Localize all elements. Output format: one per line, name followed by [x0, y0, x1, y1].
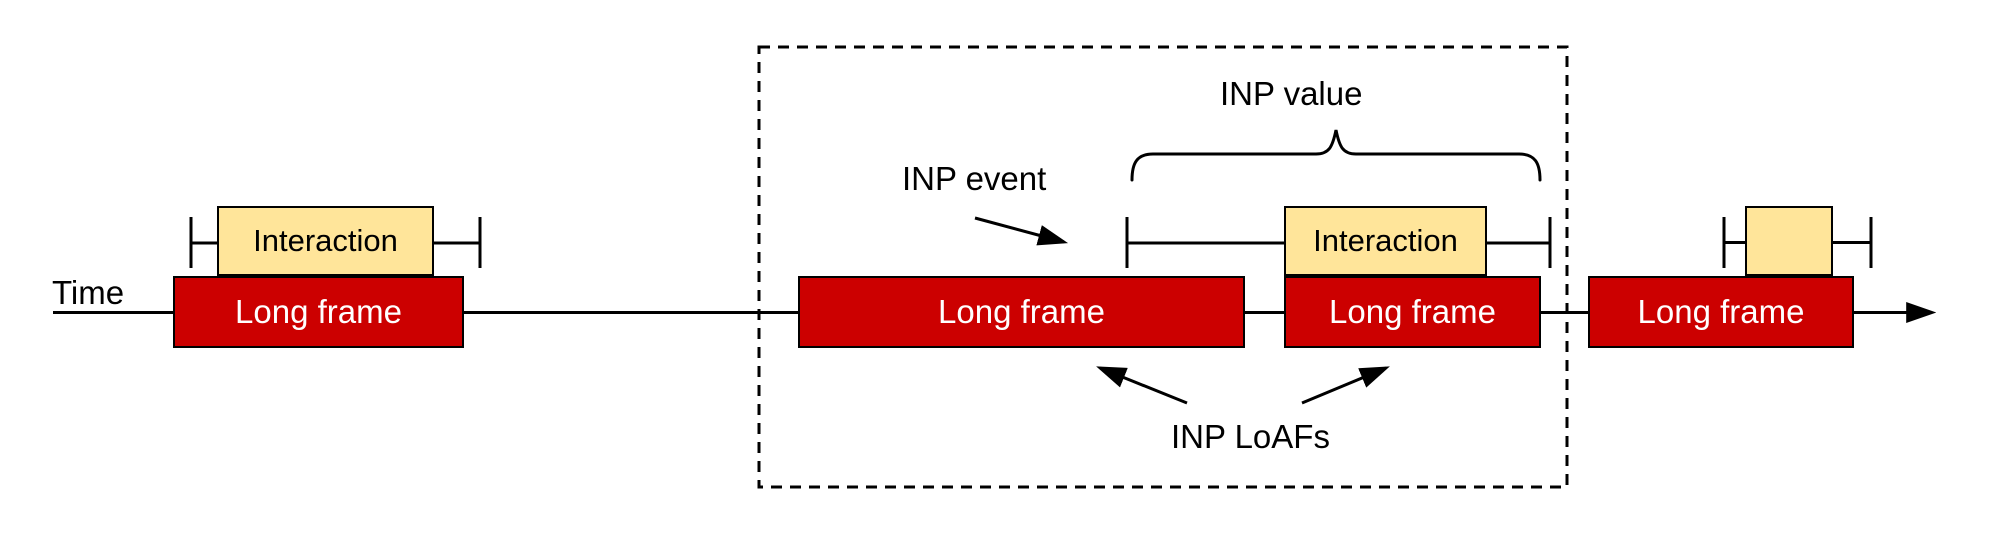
interaction-box-2: Interaction: [1284, 206, 1487, 276]
inp-value-label: INP value: [1220, 75, 1363, 112]
long-frame-box-2: Long frame: [798, 276, 1245, 348]
time-label: Time: [52, 274, 125, 311]
inp-loafs-arrow-left: [1096, 366, 1188, 405]
long-frame-box-4: Long frame: [1588, 276, 1854, 348]
long-frame-box-1: Long frame: [173, 276, 464, 348]
interaction-label: Interaction: [1313, 223, 1458, 258]
inp-loafs-label: INP LoAFs: [1171, 418, 1330, 455]
inp-loafs-arrow-right: [1301, 366, 1390, 405]
long-frame-box-3: Long frame: [1284, 276, 1541, 348]
interaction-box-1: Interaction: [217, 206, 434, 276]
interaction-box-3: [1745, 206, 1833, 276]
long-frame-label: Long frame: [938, 293, 1105, 330]
inp-value-brace: [1130, 129, 1542, 182]
interaction-label: Interaction: [253, 223, 398, 258]
inp-dashed-region: [757, 45, 1569, 489]
long-frame-label: Long frame: [235, 293, 402, 330]
inp-event-arrow: [974, 216, 1069, 246]
long-frame-label: Long frame: [1329, 293, 1496, 330]
long-frame-label: Long frame: [1637, 293, 1805, 330]
inp-event-label: INP event: [902, 160, 1047, 197]
